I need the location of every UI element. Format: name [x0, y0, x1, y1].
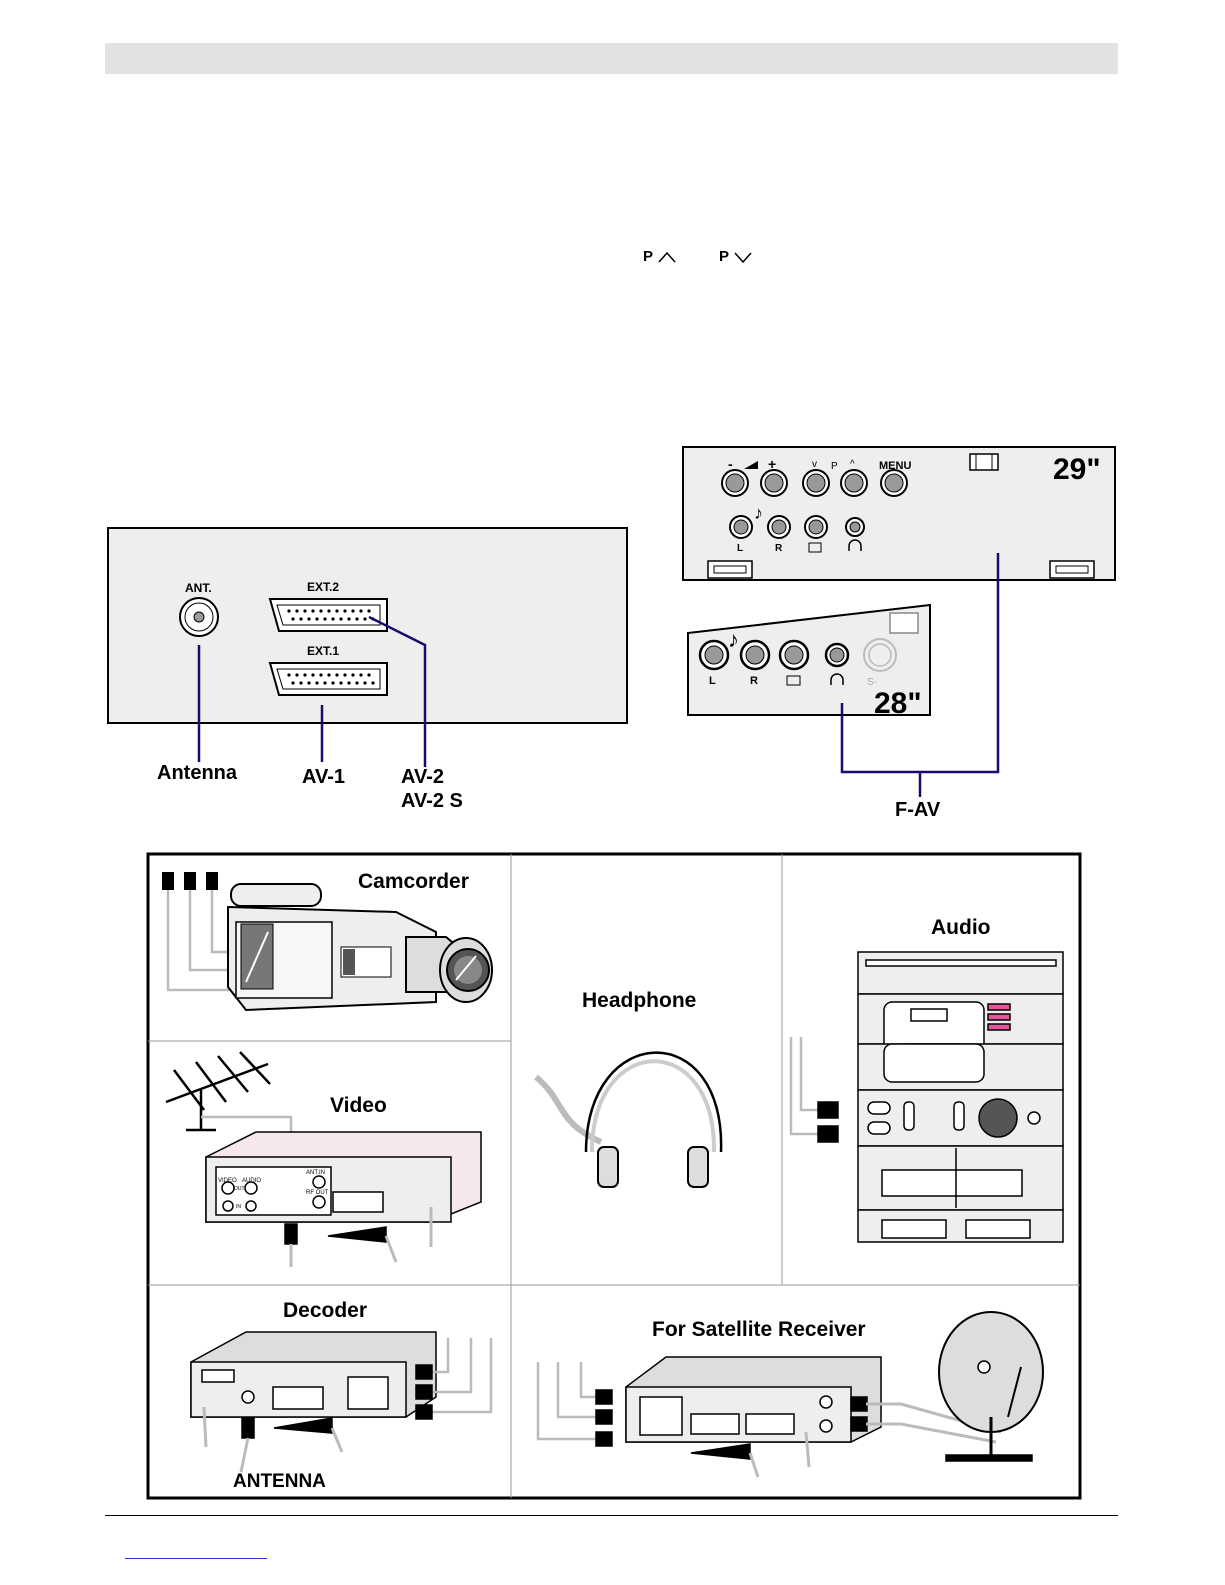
av2s-caption: AV-2 S: [401, 790, 463, 812]
side-panels-diagram: 29" - + v P ^ MENU ♪ L R ♪ L R S- 28": [680, 445, 1120, 825]
footer-link-underline: [125, 1558, 267, 1559]
vcr-out-label: OUT: [234, 1186, 245, 1192]
antenna-caption: Antenna: [157, 762, 238, 784]
jack-r-29: R: [775, 543, 783, 554]
p-up-glyph: ^: [850, 459, 855, 470]
vcr-audio-label: AUDIO: [242, 1178, 261, 1184]
devices-diagram: Camcorder Headphone Audio: [146, 852, 1082, 1502]
jack-r-28: R: [750, 675, 758, 687]
satellite-label: For Satellite Receiver: [652, 1318, 866, 1341]
vcr-antin-label: ANT.IN: [306, 1170, 325, 1176]
rear-panel-diagram: ANT. EXT.2 EXT.1 Antenna AV-1 AV-2 AV-2 …: [107, 527, 628, 827]
ext1-scart: [270, 663, 387, 695]
camcorder-label: Camcorder: [358, 870, 469, 893]
program-up-key: P: [643, 248, 677, 265]
jack-l-28: L: [709, 675, 716, 687]
headphone-label: Headphone: [582, 989, 696, 1012]
size-28: 28": [874, 687, 922, 720]
vcr-in-label: IN: [236, 1204, 241, 1210]
footer-line: [105, 1515, 1118, 1516]
ant-label: ANT.: [185, 581, 212, 595]
video-label: Video: [330, 1094, 387, 1117]
program-down-key: P: [719, 248, 753, 265]
chevron-down-icon: [733, 250, 753, 264]
av2-caption: AV-2: [401, 766, 444, 788]
music-note-icon: ♪: [754, 503, 763, 523]
f-av-caption: F-AV: [895, 799, 941, 821]
decoder-label: Decoder: [283, 1299, 367, 1322]
program-down-label: P: [719, 248, 729, 265]
ext1-label: EXT.1: [307, 644, 339, 658]
jack-l-29: L: [737, 543, 743, 554]
vcr-video-label: VIDEO: [218, 1178, 237, 1184]
size-29: 29": [1053, 453, 1101, 486]
av1-caption: AV-1: [302, 766, 345, 788]
program-up-label: P: [643, 248, 653, 265]
music-note-icon-28: ♪: [728, 627, 739, 652]
audio-label: Audio: [931, 916, 990, 939]
antenna-device-label: ANTENNA: [233, 1471, 326, 1492]
header-bar: [105, 43, 1118, 74]
p-label: P: [831, 461, 838, 472]
p-down-glyph: v: [812, 459, 817, 470]
ext2-label: EXT.2: [307, 580, 339, 594]
chevron-up-icon: [657, 250, 677, 264]
vcr-rfout-label: RF OUT: [306, 1190, 329, 1196]
ext2-scart: [270, 599, 387, 631]
